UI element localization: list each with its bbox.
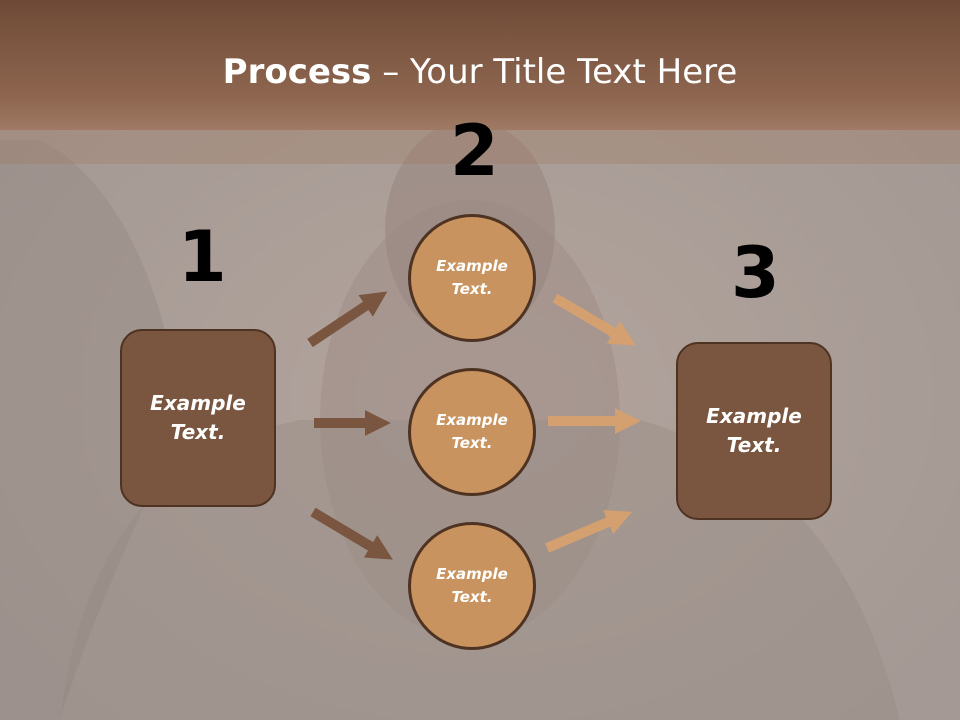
title-bold: Process [222,52,372,92]
step-2-circle-bottom: Example Text. [408,522,536,650]
circle-middle-label: Example Text. [436,411,508,452]
step-2-circle-top: Example Text. [408,214,536,342]
title-dash: – [371,52,411,92]
step-1-box: Example Text. [120,329,276,507]
step-1-label: Example Text. [150,391,246,444]
arrow-1-to-bottom [310,507,393,560]
step-number-1: 1 [178,216,227,298]
arrow-bottom-to-3 [545,510,633,553]
circle-top-label: Example Text. [436,257,508,298]
step-2-circle-middle: Example Text. [408,368,536,496]
circle-bottom-label: Example Text. [436,565,508,606]
step-3-label: Example Text. [706,404,802,457]
arrow-top-to-3 [552,293,636,346]
step-number-3: 3 [731,232,780,314]
slide-title: Process – Your Title Text Here [0,52,960,92]
title-rest: Your Title Text Here [410,52,738,92]
step-number-2: 2 [450,110,499,192]
step-3-box: Example Text. [676,342,832,520]
arrow-1-to-top [307,291,388,348]
